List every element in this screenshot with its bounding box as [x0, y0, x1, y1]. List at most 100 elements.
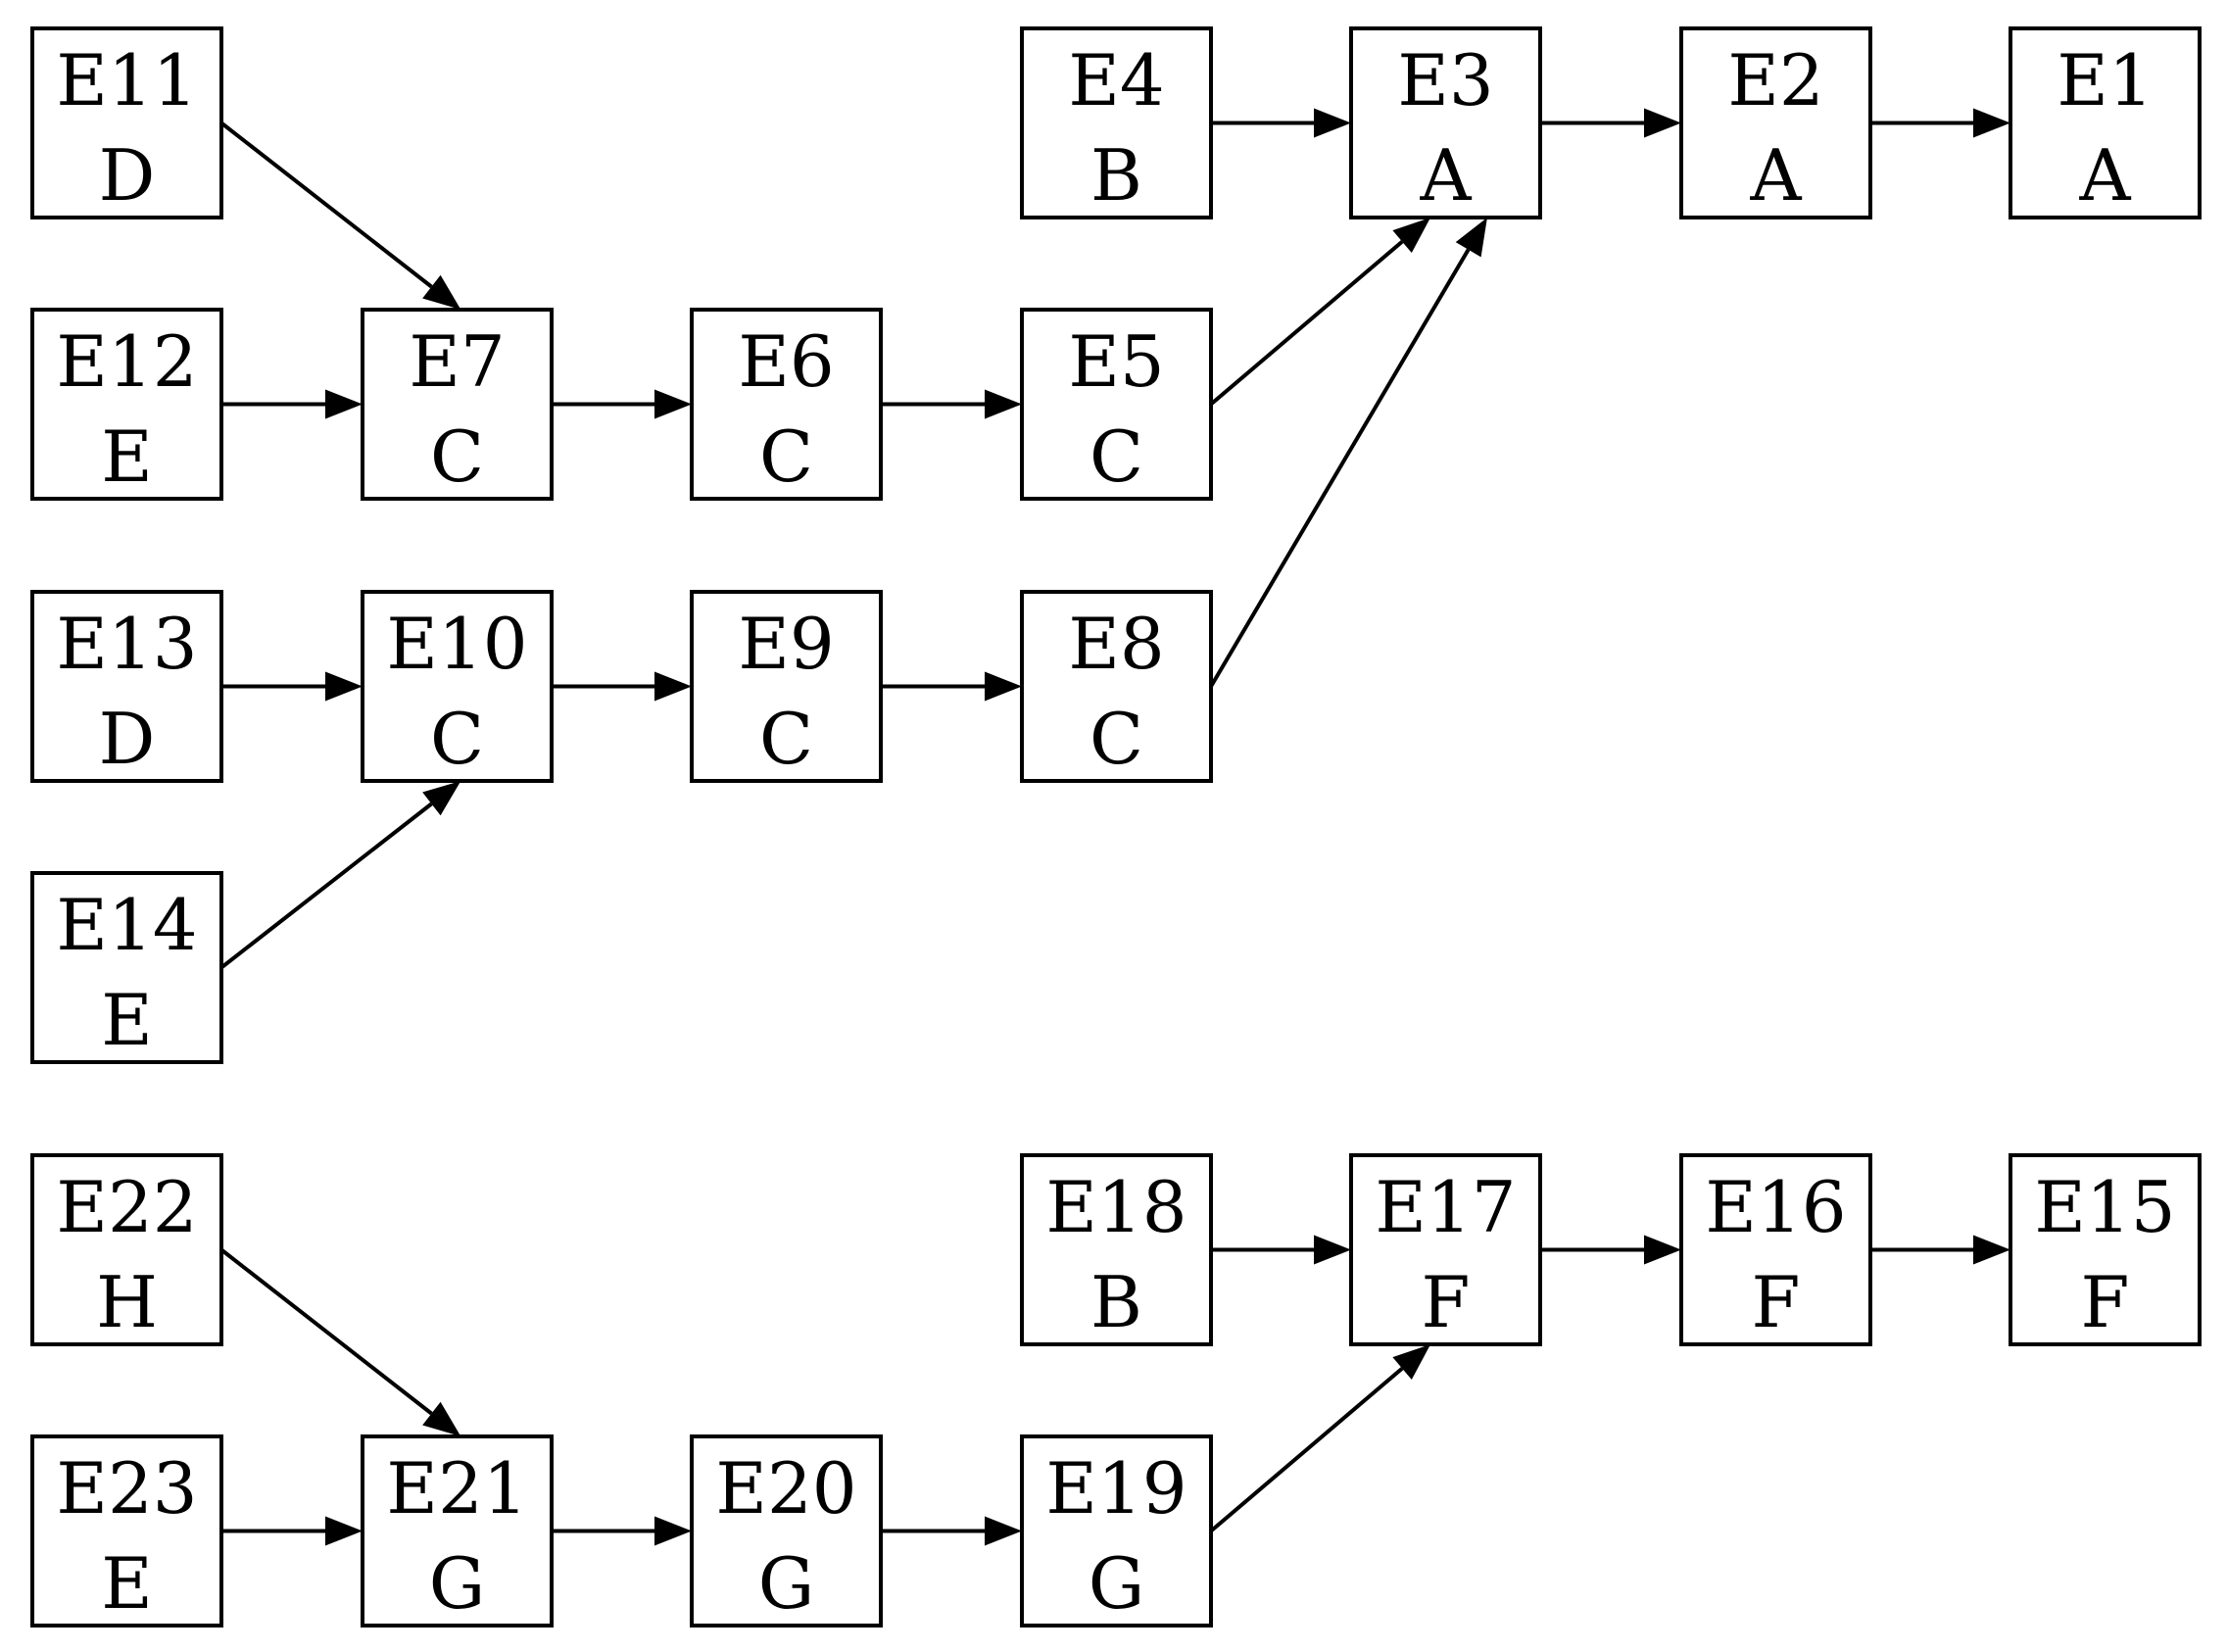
edge-e17-to-e16 — [1540, 1235, 1681, 1265]
node-id-label: E1 — [2057, 39, 2153, 121]
arrow-head — [325, 1516, 363, 1546]
node-box — [1020, 1153, 1213, 1346]
node-id-label: E22 — [56, 1166, 197, 1248]
node-type-label: F — [1752, 1261, 1801, 1343]
node-id-label: E21 — [386, 1447, 527, 1530]
edge-e3-to-e2 — [1540, 108, 1681, 138]
node-type-label: D — [99, 698, 156, 780]
arrow-head — [1973, 1235, 2010, 1265]
node-id-label: E9 — [738, 603, 834, 685]
edge-line — [1209, 248, 1471, 688]
node-type-label: C — [1089, 415, 1143, 498]
arrow-head — [654, 389, 692, 419]
node-type-label: E — [101, 1542, 153, 1625]
nodes-layer: E1AE2AE3AE4BE5CE6CE7CE8CE9CE10CE11DE12EE… — [30, 26, 2202, 1628]
node-box — [690, 308, 883, 501]
edge-e8-to-e3 — [1209, 218, 1487, 688]
node-box — [30, 590, 223, 783]
arrow-head — [654, 671, 692, 702]
edge-e7-to-e6 — [552, 389, 692, 419]
arrow-head — [654, 1516, 692, 1546]
node-type-label: E — [101, 979, 153, 1061]
node-id-label: E5 — [1068, 320, 1164, 403]
node-box — [361, 1434, 554, 1628]
edge-e18-to-e17 — [1211, 1235, 1351, 1265]
edge-e22-to-e21 — [219, 1247, 461, 1436]
node-id-label: E10 — [386, 603, 527, 685]
edge-line — [219, 1247, 433, 1416]
arrow-head — [985, 1516, 1022, 1546]
edge-e11-to-e7 — [219, 121, 461, 310]
node-box — [1020, 308, 1213, 501]
node-id-label: E18 — [1045, 1166, 1186, 1248]
edge-e13-to-e10 — [221, 671, 363, 702]
edge-line — [219, 121, 433, 289]
node-e8: E8C — [1020, 590, 1213, 783]
node-box — [1679, 26, 1872, 219]
node-type-label: G — [1089, 1542, 1145, 1625]
edge-e20-to-e19 — [881, 1516, 1022, 1546]
node-e9: E9C — [690, 590, 883, 783]
edge-e6-to-e5 — [881, 389, 1022, 419]
node-box — [1020, 26, 1213, 219]
edge-e14-to-e10 — [219, 781, 461, 970]
edge-line — [1209, 1367, 1404, 1533]
node-e5: E5C — [1020, 308, 1213, 501]
edge-e12-to-e7 — [221, 389, 363, 419]
arrow-head — [422, 781, 461, 816]
node-id-label: E3 — [1397, 39, 1493, 121]
node-box — [2009, 1153, 2202, 1346]
node-type-label: B — [1090, 134, 1142, 217]
node-id-label: E11 — [56, 39, 197, 121]
node-id-label: E12 — [56, 320, 197, 403]
arrow-head — [985, 389, 1022, 419]
arrow-head — [1644, 1235, 1681, 1265]
arrow-head — [422, 274, 461, 310]
node-id-label: E8 — [1068, 603, 1164, 685]
node-box — [30, 1434, 223, 1628]
arrow-head — [1973, 108, 2010, 138]
node-box — [361, 308, 554, 501]
node-type-label: H — [96, 1261, 158, 1343]
arrow-head — [325, 671, 363, 702]
edge-e2-to-e1 — [1870, 108, 2010, 138]
node-id-label: E2 — [1727, 39, 1823, 121]
edges-layer — [219, 108, 2010, 1546]
node-box — [1679, 1153, 1872, 1346]
node-box — [1349, 1153, 1542, 1346]
edge-e21-to-e20 — [552, 1516, 692, 1546]
edge-line — [219, 802, 433, 970]
node-e3: E3A — [1349, 26, 1542, 219]
node-id-label: E23 — [56, 1447, 197, 1530]
node-type-label: A — [1420, 134, 1473, 217]
edge-e10-to-e9 — [552, 671, 692, 702]
node-id-label: E15 — [2034, 1166, 2175, 1248]
node-type-label: G — [429, 1542, 486, 1625]
arrow-head — [422, 1401, 461, 1436]
node-e1: E1A — [2009, 26, 2202, 219]
node-id-label: E14 — [56, 884, 197, 966]
node-type-label: C — [430, 698, 484, 780]
edge-line — [1209, 240, 1404, 407]
node-box — [690, 1434, 883, 1628]
node-type-label: B — [1090, 1261, 1142, 1343]
node-box — [30, 308, 223, 501]
node-type-label: G — [758, 1542, 815, 1625]
arrow-head — [1314, 1235, 1351, 1265]
node-e6: E6C — [690, 308, 883, 501]
arrow-head — [985, 671, 1022, 702]
node-id-label: E17 — [1375, 1166, 1516, 1248]
